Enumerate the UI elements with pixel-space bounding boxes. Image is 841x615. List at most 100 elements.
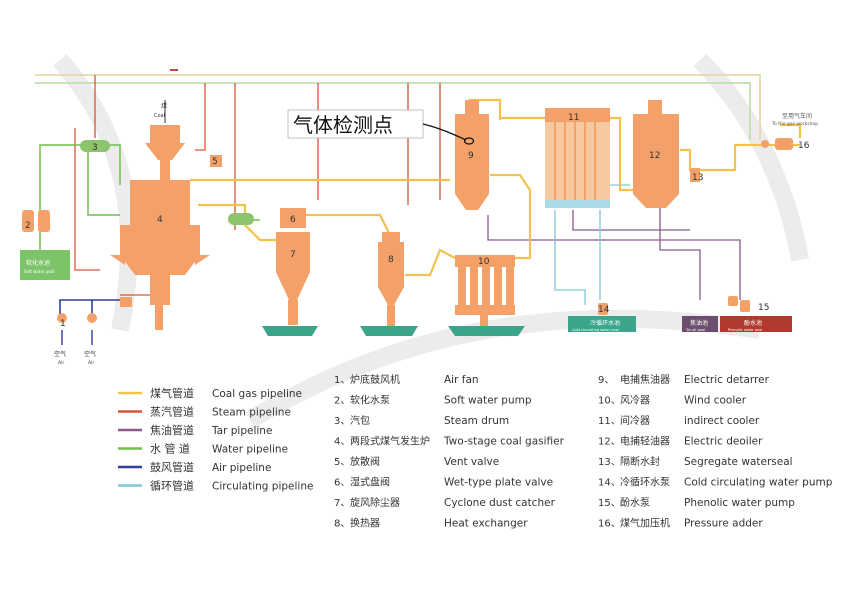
tar-pool xyxy=(682,316,718,332)
gasifier-hopper-top xyxy=(150,125,180,143)
gasifier-leg xyxy=(155,305,163,330)
legend-label-en-3: Water pipeline xyxy=(212,444,288,456)
fan-valve xyxy=(120,297,132,307)
gas-detection-callout: 气体检测点 xyxy=(287,109,475,145)
cyclone-7 xyxy=(276,208,310,325)
pool-under-10 xyxy=(448,326,525,336)
equipment-num-9: 10、 xyxy=(598,396,621,407)
air1-en: Air xyxy=(58,360,64,366)
cold-pool-cn: 冷循环水池 xyxy=(590,319,620,327)
legend-label-en-5: Circulating pipeline xyxy=(212,481,313,493)
gasifier-upper xyxy=(130,180,190,225)
legend-label-cn-3: 水 管 道 xyxy=(150,442,190,456)
equipment-num-12: 13、 xyxy=(598,457,621,468)
tar-pool-en: Tar oil pool xyxy=(685,328,705,332)
gas-pipe-6-8 xyxy=(305,213,391,236)
equipment-cn-14: 酚水泵 xyxy=(620,497,650,509)
equipment-en-10: indirect cooler xyxy=(684,415,760,427)
num-12: 12 xyxy=(649,151,660,161)
phenol-pool-cn: 酚水池 xyxy=(744,319,762,327)
air-pipes xyxy=(59,299,120,315)
equipment-cn-1: 软化水泵 xyxy=(350,394,390,407)
gas-outlet-label: 至用气车间 To the gas workshop xyxy=(771,112,818,127)
heat-exchanger-8 xyxy=(378,232,404,330)
tar-pool-cn: 焦油池 xyxy=(690,319,708,327)
plate-valve-6 xyxy=(280,208,306,228)
cyclone-leg xyxy=(288,300,298,325)
detarrer-cap xyxy=(465,100,479,114)
equipment-num-11: 12、 xyxy=(598,437,621,448)
cyclone-cone xyxy=(276,272,310,300)
equipment-cn-8: 电捕焦油器 xyxy=(620,373,670,386)
cooler-header-bottom xyxy=(455,305,515,315)
coal-feed: 煤 Coal xyxy=(154,100,167,123)
equipment-en-11: Electric deoiler xyxy=(684,436,763,448)
equipment-en-1: Soft water pump xyxy=(444,395,532,407)
equipment-num-0: 1、 xyxy=(334,375,350,386)
legend-label-en-4: Air pipeline xyxy=(212,462,271,474)
num-4: 4 xyxy=(157,215,163,225)
equipment-group xyxy=(22,100,793,330)
num-9: 9 xyxy=(468,151,474,161)
circ-pipe-1 xyxy=(554,210,586,305)
equipment-en-14: Phenolic water pump xyxy=(684,497,795,509)
equipment-en-8: Electric detarrer xyxy=(684,374,770,386)
phenol-pool xyxy=(720,316,792,332)
vent-valve-5 xyxy=(210,155,222,167)
equipment-num-14: 15、 xyxy=(598,498,621,509)
cold-pool-en: Cold circulating water pool xyxy=(572,328,619,332)
cooler-tube-3 xyxy=(482,267,490,305)
air-inlets: 空气 Air 空气 Air xyxy=(54,330,96,366)
gasifier-wing-right xyxy=(195,255,210,265)
equipment-en-7: Heat exchanger xyxy=(444,518,528,530)
equipment-cn-10: 间冷器 xyxy=(620,414,650,427)
detarrer-body xyxy=(455,114,489,194)
pool-under-8 xyxy=(360,326,418,336)
top-header-pipes xyxy=(35,69,761,140)
exchanger-leg xyxy=(387,305,395,330)
equipment-num-7: 8、 xyxy=(334,519,350,530)
callout-arrow xyxy=(422,123,467,141)
to-gas-cn: 至用气车间 xyxy=(782,112,812,120)
coal-label-en: Coal xyxy=(154,113,165,119)
equipment-en-3: Two-stage coal gasifier xyxy=(443,436,565,448)
exchanger-cap xyxy=(382,232,400,242)
gas-pipe-12-16 xyxy=(680,143,770,172)
num-5: 5 xyxy=(212,157,218,167)
legend-label-en-1: Steam pipeline xyxy=(212,407,291,419)
num-15: 15 xyxy=(758,303,769,313)
air1-cn: 空气 xyxy=(54,350,66,358)
num-3: 3 xyxy=(92,143,98,153)
equipment-en-6: Cyclone dust catcher xyxy=(444,497,556,509)
num-7: 7 xyxy=(290,250,296,260)
num-13: 13 xyxy=(692,173,703,183)
air-fan-1a xyxy=(57,313,67,323)
detection-point-marker xyxy=(463,137,475,145)
soft-water-tank xyxy=(20,250,70,280)
equipment-cn-7: 换热器 xyxy=(350,517,380,530)
air-fan-1b xyxy=(87,313,97,323)
cold-pump-14 xyxy=(598,303,608,315)
pressure-adder-16 xyxy=(775,138,793,150)
equipment-num-15: 16、 xyxy=(598,519,621,530)
soft-tank-cn: 软化水池 xyxy=(26,259,50,267)
equipment-cn-0: 炉底鼓风机 xyxy=(350,373,400,386)
cooler-tube-5 xyxy=(506,267,514,305)
tar-pipe-1 xyxy=(487,215,741,300)
pump-2b xyxy=(38,210,50,232)
soft-tank-en: Soft water pool xyxy=(24,269,54,274)
equipment-num-5: 6、 xyxy=(334,478,350,489)
cooler-tube-1 xyxy=(458,267,466,305)
cooler-leg xyxy=(480,315,488,330)
pool-under-7 xyxy=(262,326,318,336)
wind-cooler-10 xyxy=(455,255,515,330)
num-2: 2 xyxy=(25,221,31,231)
soft-water-pump-2 xyxy=(22,210,50,232)
steam-pipe-3 xyxy=(195,83,206,151)
tar-pipe-3 xyxy=(572,210,690,231)
phenol-pump-15b xyxy=(728,296,738,306)
gasifier-wing-left xyxy=(110,255,125,265)
deoiler-body xyxy=(633,114,679,194)
equipment-cn-5: 湿式盘阀 xyxy=(350,476,390,489)
